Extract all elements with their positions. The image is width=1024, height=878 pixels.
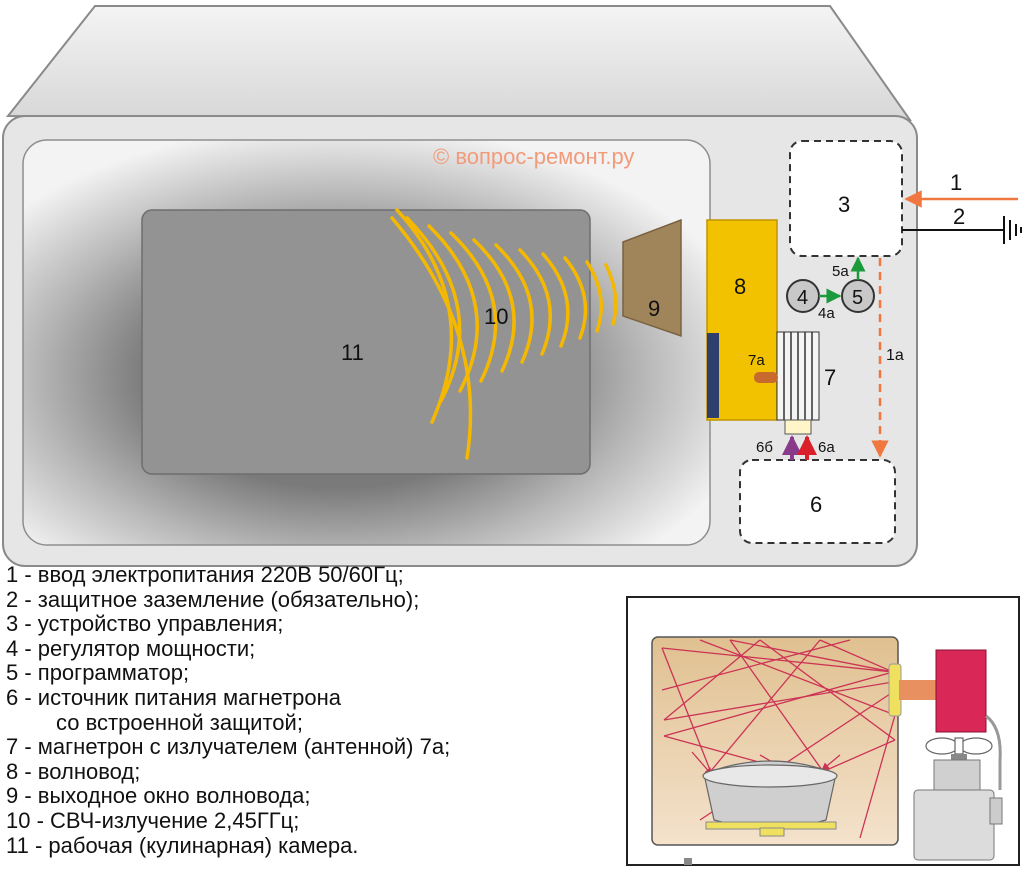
label-4: 4: [797, 287, 808, 309]
legend-item: 1 - ввод электропитания 220В 50/60Гц;: [6, 562, 404, 587]
legend-item: 4 - регулятор мощности;: [6, 635, 256, 661]
cooking-chamber: [141, 209, 591, 475]
legend-item: 9 - выходное окно волновода;: [6, 783, 311, 809]
label-7: 7: [824, 365, 836, 390]
label-6b: 6б: [756, 439, 773, 456]
magnetron-power-supply: [739, 459, 896, 544]
legend-item: 11 - рабочая (кулинарная) камера.: [6, 832, 359, 858]
legend: 1 - ввод электропитания 220В 50/60Гц; 2 …: [6, 562, 606, 858]
legend-item: 5 - программатор;: [6, 660, 190, 686]
label-1a: 1а: [886, 347, 904, 364]
label-9: 9: [648, 296, 660, 321]
label-1: 1: [950, 170, 962, 195]
label-5: 5: [852, 287, 863, 309]
label-10: 10: [484, 304, 508, 329]
label-5a: 5а: [832, 263, 849, 280]
legend-item: 7 - магнетрон с излучателем (антенной) 7…: [6, 734, 451, 760]
control-unit: [789, 140, 903, 257]
label-8: 8: [734, 274, 746, 299]
waveguide-flange: [707, 333, 719, 418]
label-4a: 4а: [818, 305, 835, 322]
legend-item: 10 - СВЧ-излучение 2,45ГГц;: [6, 807, 300, 833]
ground-icon: [1003, 216, 1022, 244]
legend-item: 8 - волновод;: [6, 758, 141, 784]
label-11: 11: [341, 340, 364, 365]
legend-item: 3 - устройство управления;: [6, 611, 284, 637]
legend-item: 2 - защитное заземление (обязательно);: [6, 586, 420, 612]
inset-illustration: [626, 596, 1020, 866]
oven-top-panel: [5, 5, 912, 122]
label-2: 2: [953, 204, 965, 229]
legend-item: со встроенной защитой;: [56, 709, 303, 735]
magnetron: [776, 331, 820, 435]
label-6: 6: [810, 492, 822, 517]
label-3: 3: [838, 192, 850, 217]
legend-item: 6 - источник питания магнетрона: [6, 684, 341, 710]
watermark: © вопрос-ремонт.ру: [433, 144, 634, 169]
waveguide-window: [622, 218, 682, 338]
label-6a: 6а: [818, 439, 835, 456]
label-7a: 7а: [748, 352, 765, 369]
microwave-radiation: [390, 208, 618, 460]
magnetron-antenna: [754, 372, 778, 383]
